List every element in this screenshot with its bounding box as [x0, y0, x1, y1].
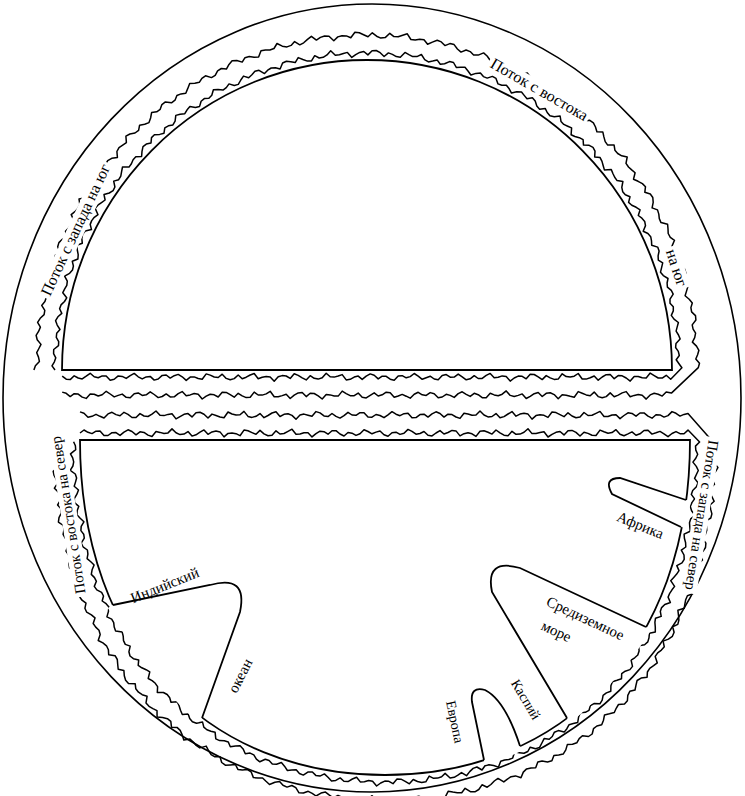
- seas: [113, 478, 686, 760]
- sea-label: океан: [226, 656, 256, 695]
- stream-line: [53, 411, 718, 796]
- sea-label: море: [539, 618, 574, 645]
- sea-label: Каспий: [507, 677, 542, 722]
- stream-label: Поток с запада на юг: [37, 159, 115, 301]
- stream-line: [52, 51, 682, 382]
- sea-mouth: [484, 746, 520, 760]
- lower-hemisphere: [80, 440, 690, 775]
- land-label: Европа: [442, 700, 465, 745]
- ocean-streams: [34, 32, 718, 796]
- stream-line: [34, 32, 700, 399]
- stream-label: Поток с запада на север: [681, 436, 721, 594]
- caspian-bay: [472, 689, 520, 760]
- sea-mouth: [567, 627, 646, 718]
- stream-label: Поток с востока на север: [48, 432, 89, 598]
- stream-label: на юг: [661, 244, 691, 291]
- stream-label: Поток с востока: [485, 54, 593, 126]
- sea-mouth: [681, 500, 686, 527]
- sea-mouth: [113, 605, 202, 718]
- sea-label: Африка: [614, 509, 666, 542]
- outer-ring: [3, 4, 741, 792]
- sea-label: Индийский: [128, 565, 201, 607]
- stream-line: [70, 429, 699, 786]
